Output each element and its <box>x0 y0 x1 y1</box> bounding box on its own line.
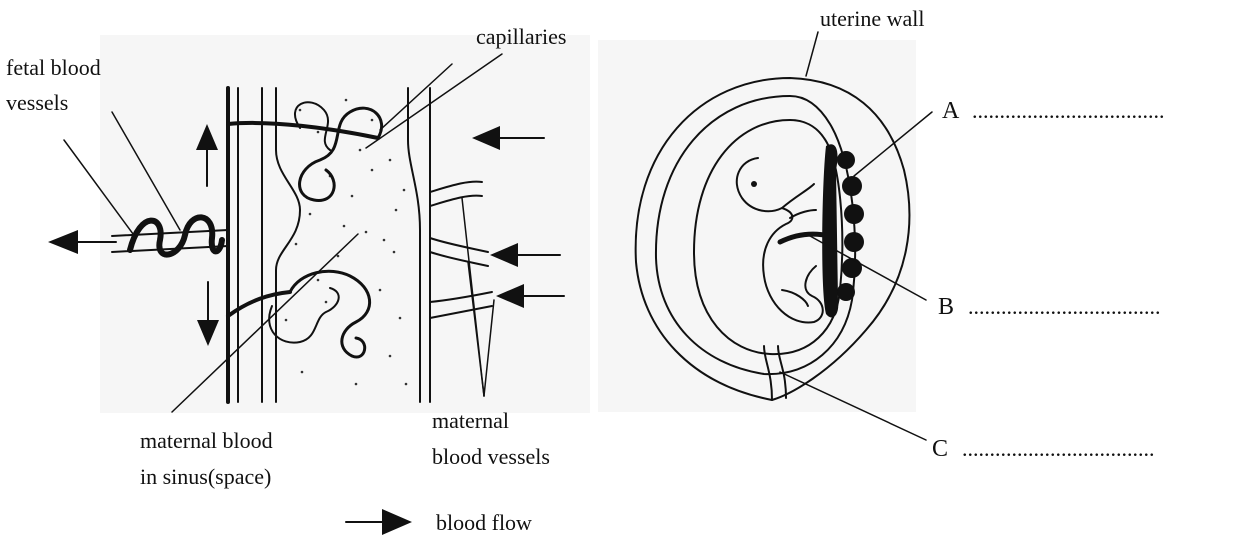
fetus-eye <box>751 181 757 187</box>
left-diagram-background <box>100 35 590 413</box>
answer-blank-A[interactable]: ................................... <box>972 98 1165 123</box>
label-maternal-blood-1: maternal blood <box>140 428 273 453</box>
placenta-capillary-diagram: fetal blood vessels capillaries maternal… <box>6 24 590 535</box>
label-B: B <box>938 294 954 320</box>
answer-blank-C[interactable]: ................................... <box>962 436 1155 461</box>
uterus-fetus-diagram: uterine wall A .........................… <box>598 6 1165 462</box>
label-maternal-vessels-2: blood vessels <box>432 444 550 469</box>
legend: blood flow <box>346 509 532 535</box>
legend-label: blood flow <box>436 510 532 535</box>
label-maternal-blood-2: in sinus(space) <box>140 464 271 489</box>
label-maternal-vessels-1: maternal <box>432 408 509 433</box>
label-fetal-blood-vessels-1: fetal blood <box>6 55 101 80</box>
right-diagram-background <box>598 40 916 412</box>
label-C: C <box>932 436 948 462</box>
label-fetal-blood-vessels-2: vessels <box>6 90 68 115</box>
label-uterine-wall: uterine wall <box>820 6 924 31</box>
label-capillaries: capillaries <box>476 24 566 49</box>
right-arrow-icon <box>346 509 412 535</box>
label-A: A <box>942 98 960 124</box>
answer-blank-B[interactable]: ................................... <box>968 294 1161 319</box>
